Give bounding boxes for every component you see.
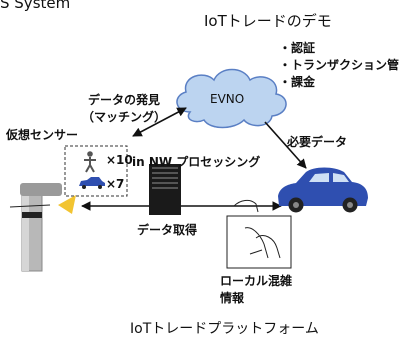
matching-label: データの発見 （マッチング） xyxy=(82,92,166,126)
hand-phone-icon xyxy=(226,199,292,269)
feature-item: ・認証 xyxy=(279,41,316,55)
virtual-sensor-box xyxy=(64,145,128,197)
cloud-label: EVNO xyxy=(210,92,245,106)
needed-data-label: 必要データ xyxy=(287,135,348,149)
platform-title: IoTトレードプラットフォーム xyxy=(130,321,319,337)
local-congestion-line-2: 情報 xyxy=(220,291,245,305)
feature-item: ・課金 xyxy=(279,75,316,89)
local-congestion-line-1: ローカル混雑 xyxy=(220,274,293,288)
matching-line-2: （マッチング） xyxy=(82,110,167,124)
car-icon xyxy=(278,167,368,213)
evno-cloud xyxy=(176,68,287,129)
virtual-sensor-label: 仮想センサー xyxy=(6,128,79,142)
person-icon xyxy=(84,151,96,173)
arrow-matching xyxy=(132,107,187,137)
sensor-pole xyxy=(9,183,76,272)
page-title: S System xyxy=(0,0,71,12)
data-acquisition-label: データ取得 xyxy=(137,223,198,237)
in-nw-processing-label: in NW プロセッシング xyxy=(132,155,261,169)
server-icon xyxy=(149,164,181,215)
feature-list: ・認証 ・トランザクション管 ・課金 xyxy=(279,40,399,91)
matching-line-1: データの発見 xyxy=(88,93,161,107)
feature-item: ・トランザクション管 xyxy=(279,58,399,72)
arrow-needed-data xyxy=(264,121,307,169)
person-count: ×10 xyxy=(106,153,133,167)
local-congestion-label: ローカル混雑 情報 xyxy=(220,273,292,307)
small-car-icon xyxy=(79,177,105,189)
demo-title: IoTトレードのデモ xyxy=(204,12,332,30)
car-count: ×7 xyxy=(106,177,125,191)
